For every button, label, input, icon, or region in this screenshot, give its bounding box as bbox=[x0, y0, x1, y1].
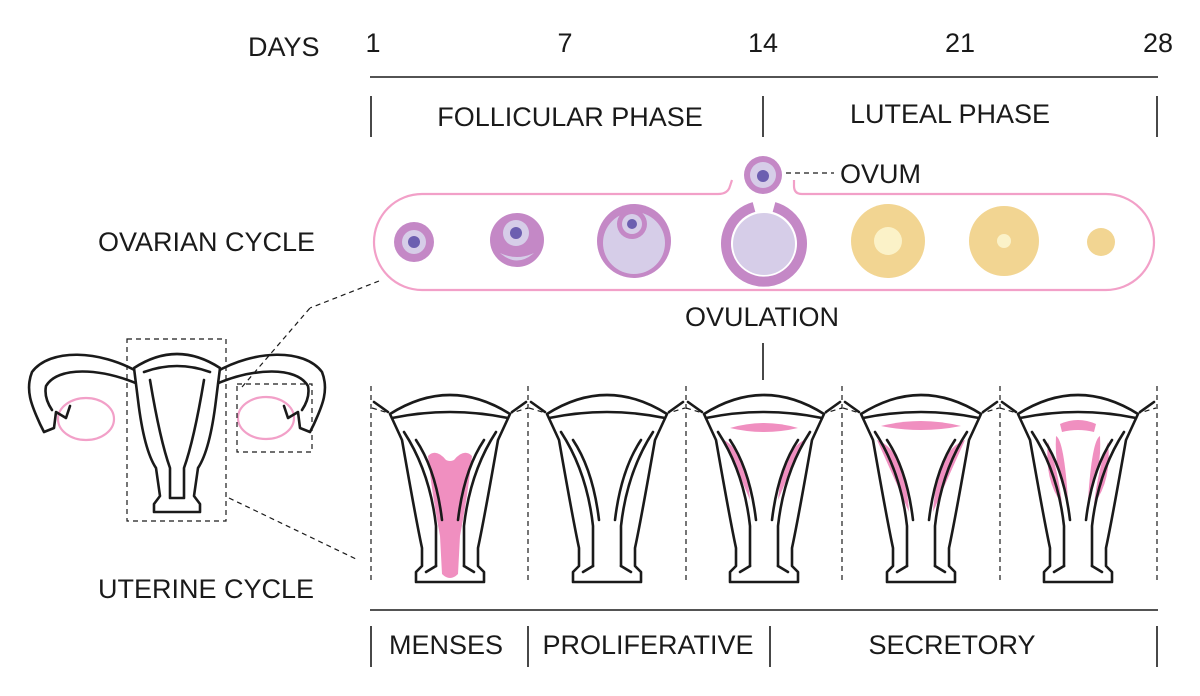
uterus-to-cycle-connector bbox=[228, 497, 357, 560]
ovulation-label: OVULATION bbox=[685, 302, 839, 332]
uterine-cycle-label: UTERINE CYCLE bbox=[98, 574, 314, 604]
stage-secretory-label: SECRETORY bbox=[868, 630, 1035, 660]
follicular-phase-label: FOLLICULAR PHASE bbox=[437, 102, 703, 132]
day-tick-14: 14 bbox=[748, 28, 778, 58]
uterus-proliferative-late bbox=[685, 393, 843, 584]
ovary-outline bbox=[372, 179, 1156, 292]
secondary-follicle bbox=[490, 213, 544, 267]
days-label: DAYS bbox=[248, 32, 320, 62]
uterus-secretory-late bbox=[999, 393, 1157, 584]
primary-follicle bbox=[394, 222, 434, 262]
ruptured-follicle bbox=[721, 202, 807, 287]
uterus-secretory-early bbox=[842, 393, 1000, 584]
ovary-to-cycle-connector-2 bbox=[309, 280, 380, 309]
uterus-menses bbox=[371, 393, 529, 584]
ovary-to-cycle-connector bbox=[241, 307, 311, 388]
day-tick-1: 1 bbox=[365, 28, 380, 58]
corpus-luteum bbox=[851, 204, 925, 278]
ovarian-cycle-label: OVARIAN CYCLE bbox=[98, 227, 315, 257]
uterine-panels bbox=[371, 393, 1157, 584]
day-ticks: 1 7 14 21 28 bbox=[365, 28, 1173, 58]
left-ovary bbox=[56, 396, 116, 442]
day-tick-28: 28 bbox=[1143, 28, 1173, 58]
day-tick-21: 21 bbox=[945, 28, 975, 58]
stage-proliferative-label: PROLIFERATIVE bbox=[542, 630, 753, 660]
ovary-callout-box bbox=[236, 383, 313, 453]
right-ovary bbox=[236, 395, 296, 441]
day-tick-7: 7 bbox=[557, 28, 572, 58]
ovum-cell bbox=[744, 156, 782, 194]
uterine-panel-separators bbox=[370, 386, 1158, 584]
tertiary-follicle bbox=[597, 204, 671, 278]
stage-menses-label: MENSES bbox=[389, 630, 503, 660]
uterus-callout-box bbox=[126, 338, 227, 522]
luteal-phase-label: LUTEAL PHASE bbox=[850, 99, 1050, 129]
corpus-luteum-regressing bbox=[969, 206, 1039, 276]
ovum-label: OVUM bbox=[840, 159, 921, 189]
corpus-albicans bbox=[1087, 228, 1115, 256]
female-reproductive-anatomy bbox=[27, 338, 327, 522]
uterus-proliferative-early bbox=[528, 393, 686, 584]
